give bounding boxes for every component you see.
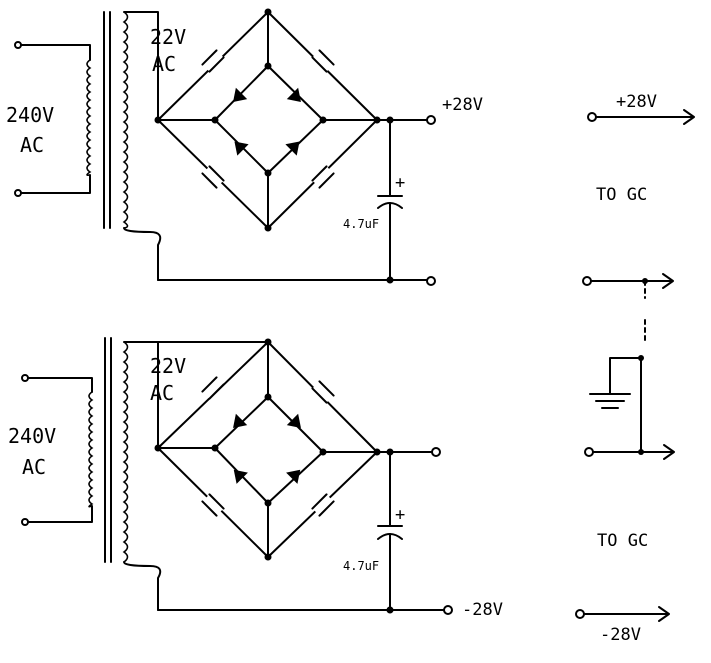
lower-secondary-winding — [122, 341, 129, 563]
lower-secondary-label-ac: AC — [150, 381, 174, 405]
upper-secondary-label-ac: AC — [152, 52, 176, 76]
lower-primary-wiring — [21, 374, 93, 526]
upper-primary-winding — [86, 59, 92, 176]
lower-capacitor-polarity: + — [395, 505, 405, 525]
upper-bridge-rectifier — [154, 8, 381, 232]
gc-negative-terminal[interactable] — [575, 609, 585, 619]
lower-output-terminal-negative[interactable] — [443, 605, 453, 615]
upper-output-filter — [157, 115, 436, 286]
lower-output-label: -28V — [462, 600, 503, 620]
lower-primary-label-voltage: 240V — [8, 424, 56, 448]
gc-positive-label: +28V — [616, 92, 657, 112]
lower-capacitor-label: 4.7uF — [343, 559, 379, 573]
lower-secondary-label-voltage: 22V — [150, 354, 186, 378]
upper-capacitor-polarity: + — [395, 173, 405, 193]
lower-primary-winding — [88, 391, 94, 508]
gc-top-destination: TO GC — [596, 185, 647, 205]
gc-bottom-destination: TO GC — [597, 531, 648, 551]
lower-bridge-diodes — [233, 413, 301, 484]
gc-negative-label: -28V — [600, 625, 641, 645]
lower-output-terminal-return[interactable] — [431, 447, 441, 457]
lower-bridge-capacitors — [201, 376, 335, 517]
upper-output-terminal-return[interactable] — [426, 276, 436, 286]
upper-primary-label-voltage: 240V — [6, 103, 54, 127]
gc-common-terminal-top[interactable] — [582, 276, 592, 286]
ground-symbol — [589, 355, 644, 409]
gc-common-terminal-bottom[interactable] — [584, 447, 594, 457]
upper-bridge-diodes — [233, 87, 301, 156]
upper-primary-label-ac: AC — [20, 133, 44, 157]
lower-power-supply: 240V AC 22V AC -28V + 4.7uF — [8, 337, 503, 620]
gc-positive-terminal[interactable] — [587, 112, 597, 122]
upper-power-supply: 240V AC 22V AC +28V + 4.7uF — [6, 8, 483, 286]
lower-primary-label-ac: AC — [22, 455, 46, 479]
upper-primary-wiring — [14, 41, 91, 197]
upper-transformer — [86, 11, 162, 281]
upper-output-terminal-positive[interactable] — [426, 115, 436, 125]
upper-secondary-label-voltage: 22V — [150, 25, 186, 49]
upper-secondary-winding — [122, 11, 129, 229]
lower-bridge-rectifier — [154, 338, 381, 561]
lower-transformer — [88, 337, 269, 611]
upper-bridge-capacitors — [201, 49, 335, 189]
lower-output-filter — [157, 447, 453, 615]
gc-connections: +28V TO GC TO GC -28V — [575, 92, 695, 645]
upper-output-label: +28V — [442, 95, 483, 115]
upper-capacitor-label: 4.7uF — [343, 217, 379, 231]
